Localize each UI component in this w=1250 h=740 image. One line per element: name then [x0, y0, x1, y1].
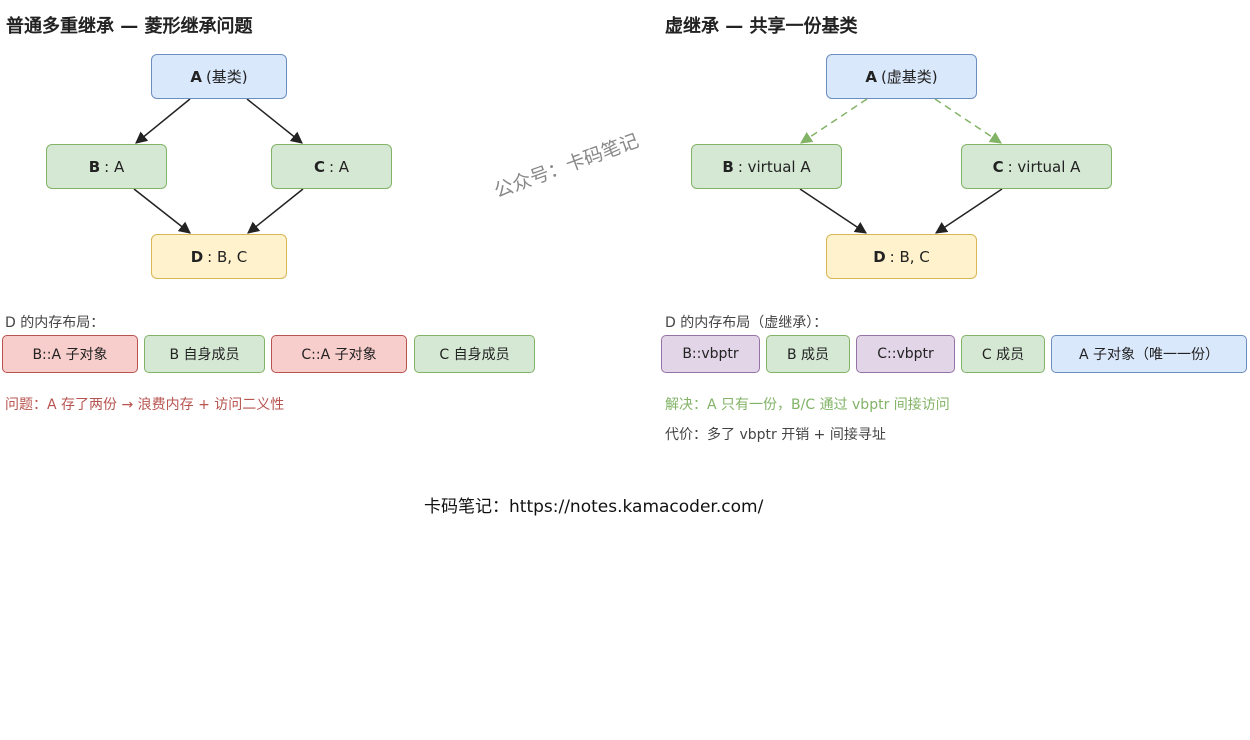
node-b-virtual-name: B: [722, 157, 734, 176]
node-b-virtual-desc: : virtual A: [737, 157, 811, 176]
left-layout-label: D 的内存布局：: [5, 315, 105, 331]
edge-b-to-d-right: [799, 188, 867, 234]
right-solution-text: 解决：A 只有一份，B/C 通过 vbptr 间接访问: [665, 397, 950, 413]
edge-a-to-b-left: [135, 98, 191, 144]
node-a-virtual-name: A: [865, 67, 877, 86]
left-problem-text: 问题：A 存了两份 → 浪费内存 + 访问二义性: [5, 397, 285, 413]
footer-link-text: 卡码笔记：https://notes.kamacoder.com/: [424, 497, 764, 517]
right-layout-cell-b-members: B 成员: [766, 335, 850, 373]
left-layout-cell-b-members: B 自身成员: [144, 335, 265, 373]
node-d-virtual-desc: : B, C: [889, 247, 930, 266]
node-d-virtual: D: B, C: [826, 234, 977, 279]
edge-a-to-c-right: [934, 98, 1002, 144]
node-b: B: A: [46, 144, 167, 189]
left-layout-cell-c-members: C 自身成员: [414, 335, 535, 373]
node-c-virtual-name: C: [992, 157, 1004, 176]
node-c-desc: : A: [328, 157, 350, 176]
edge-c-to-d-left: [247, 188, 304, 234]
edge-a-to-c-left: [246, 98, 303, 144]
right-cost-text: 代价：多了 vbptr 开销 + 间接寻址: [665, 427, 886, 443]
node-c-virtual-desc: : virtual A: [1007, 157, 1081, 176]
node-c: C: A: [271, 144, 392, 189]
left-layout-cell-ca: C::A 子对象: [271, 335, 407, 373]
node-c-virtual: C: virtual A: [961, 144, 1112, 189]
node-d-virtual-name: D: [873, 247, 886, 266]
right-layout-cell-a-shared: A 子对象（唯一一份）: [1051, 335, 1247, 373]
right-layout-label: D 的内存布局（虚继承）：: [665, 315, 828, 331]
node-b-virtual: B: virtual A: [691, 144, 842, 189]
node-c-name: C: [313, 157, 325, 176]
left-diagram-title: 普通多重继承 — 菱形继承问题: [6, 16, 253, 37]
node-a-name: A: [190, 67, 202, 86]
node-b-desc: : A: [104, 157, 125, 176]
edge-c-to-d-right: [935, 188, 1003, 234]
right-layout-cell-c-vbptr: C::vbptr: [856, 335, 955, 373]
left-layout-cell-ba: B::A 子对象: [2, 335, 138, 373]
right-layout-cell-b-vbptr: B::vbptr: [661, 335, 760, 373]
right-diagram-title: 虚继承 — 共享一份基类: [665, 16, 858, 37]
right-layout-cell-c-members: C 成员: [961, 335, 1045, 373]
node-d-name: D: [190, 247, 204, 266]
node-a-virtual-desc: (虚基类): [880, 68, 938, 86]
node-b-name: B: [88, 157, 101, 176]
node-a-base: A(基类): [151, 54, 287, 99]
edge-a-to-b-right: [800, 98, 868, 144]
node-d: D: B, C: [151, 234, 287, 279]
node-a-virtual-base: A(虚基类): [826, 54, 977, 99]
edge-b-to-d-left: [133, 188, 191, 234]
node-d-desc: : B, C: [207, 247, 248, 266]
node-a-desc: (基类): [205, 68, 248, 86]
